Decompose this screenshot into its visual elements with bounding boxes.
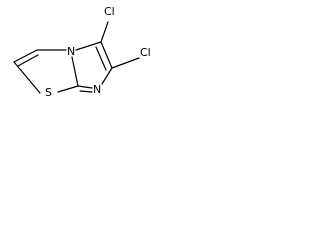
bond-c5-c6 — [100, 41, 113, 69]
atom-label-n-bridge: N — [67, 45, 75, 58]
structure-diagram: Cl Cl N N S — [13, 5, 151, 99]
atom-label-cl-right: Cl — [140, 46, 151, 59]
bond-c2-c3 — [13, 49, 38, 63]
bond-c6-n-ring — [101, 67, 113, 85]
atom-label-s: S — [45, 86, 52, 99]
bond-n-ring-c7a-double — [79, 90, 93, 93]
bond-c5-c6-double — [95, 46, 107, 71]
bond-c2-c3-double — [17, 54, 39, 67]
bond-c7a-s — [57, 85, 79, 93]
bond-n-bridge-c5 — [75, 41, 102, 51]
bond-c5-cl — [100, 21, 109, 43]
bond-c6-cl — [111, 57, 140, 69]
bond-n-ring-c7a — [77, 85, 93, 89]
atom-label-n-ring: N — [93, 83, 101, 96]
bond-s-c2 — [13, 61, 41, 94]
bond-n-bridge-c7a — [71, 56, 79, 87]
atom-label-cl-upper: Cl — [104, 5, 115, 18]
